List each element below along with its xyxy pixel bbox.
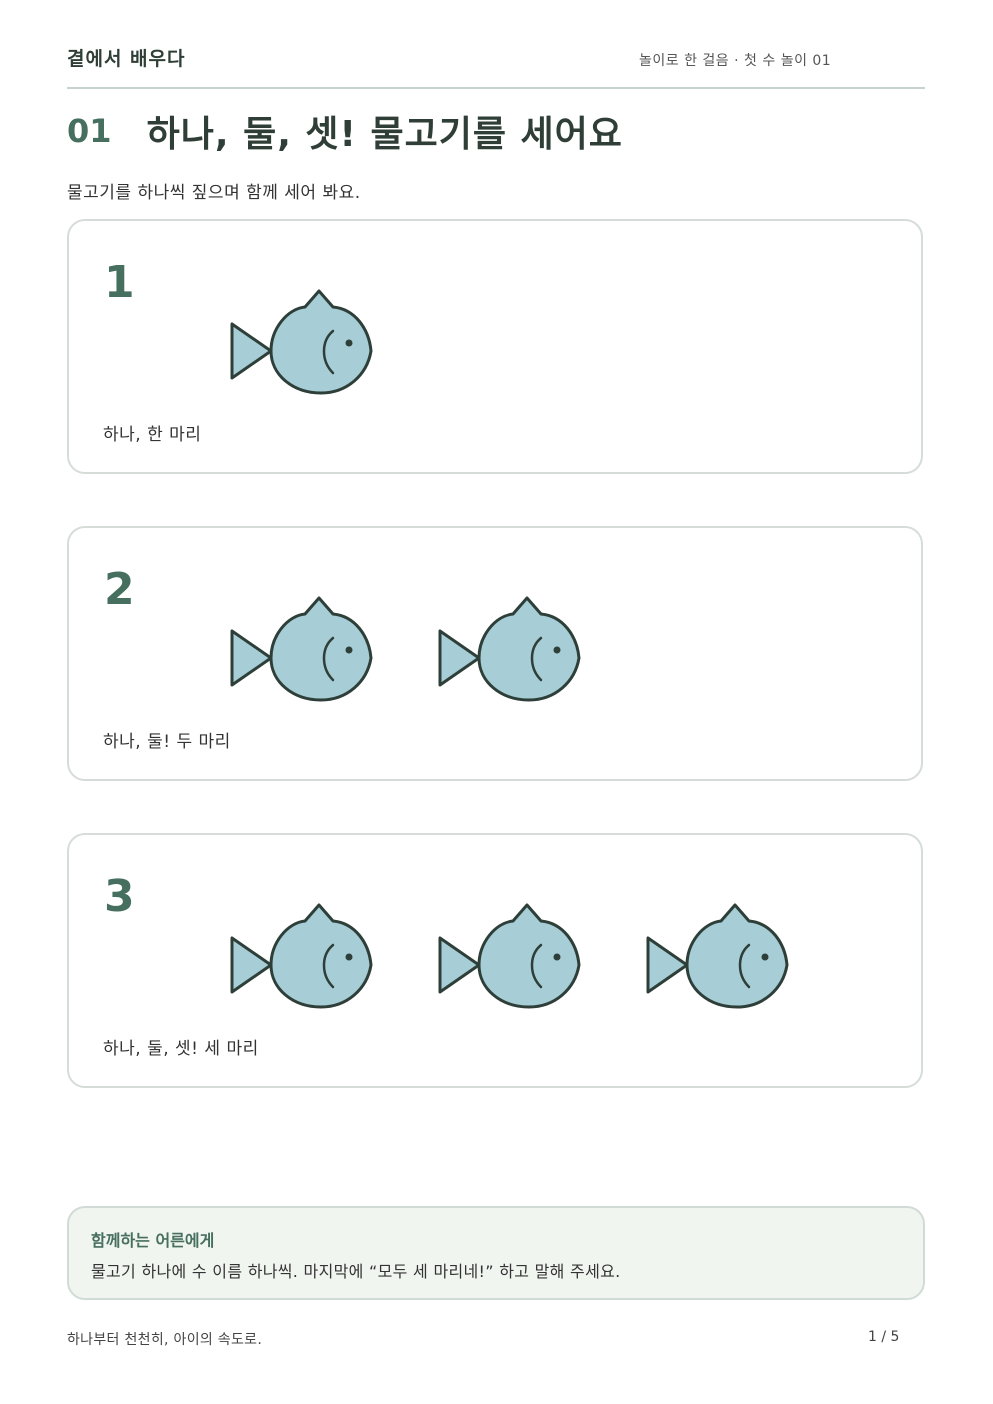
card-number: 1 (104, 257, 135, 308)
note-text: 물고기 하나에 수 이름 하나씩. 마지막에 “모두 세 마리네!” 하고 말해… (91, 1262, 621, 1281)
fish-row (229, 903, 791, 1009)
page-header: 곁에서 배우다 놀이로 한 걸음 · 첫 수 놀이 01 (67, 40, 925, 89)
count-card-2: 2 하나, 둘! 두 마리 (67, 526, 923, 781)
page-number: 1 / 5 (868, 1329, 900, 1345)
fish-icon (438, 596, 581, 702)
adult-note-box: 함께하는 어른에게 물고기 하나에 수 이름 하나씩. 마지막에 “모두 세 마… (67, 1206, 925, 1300)
card-caption: 하나, 둘, 셋! 세 마리 (103, 1039, 259, 1059)
lesson-title: 하나, 둘, 셋! 물고기를 세어요 (146, 114, 623, 155)
count-card-3: 3 하나, 둘, 셋! 세 마리 (67, 833, 923, 1088)
fish-icon (230, 903, 373, 1009)
brand-name: 곁에서 배우다 (67, 48, 186, 70)
card-number: 3 (104, 871, 135, 922)
fish-row (229, 289, 375, 395)
card-caption: 하나, 한 마리 (103, 425, 202, 445)
fish-icon (646, 903, 789, 1009)
fish-row (229, 596, 583, 702)
lesson-intro: 물고기를 하나씩 짚으며 함께 세어 봐요. (67, 183, 361, 203)
lesson-number: 01 (67, 112, 112, 150)
note-title: 함께하는 어른에게 (91, 1231, 215, 1250)
card-number: 2 (104, 564, 135, 615)
footer-tagline: 하나부터 천천히, 아이의 속도로. (67, 1332, 263, 1348)
fish-icon (230, 289, 373, 395)
count-card-1: 1 하나, 한 마리 (67, 219, 923, 474)
fish-icon (230, 596, 373, 702)
lesson-title-row: 01 하나, 둘, 셋! 물고기를 세어요 (67, 105, 623, 161)
series-label: 놀이로 한 걸음 · 첫 수 놀이 01 (639, 53, 832, 69)
card-caption: 하나, 둘! 두 마리 (103, 732, 231, 752)
fish-icon (438, 903, 581, 1009)
